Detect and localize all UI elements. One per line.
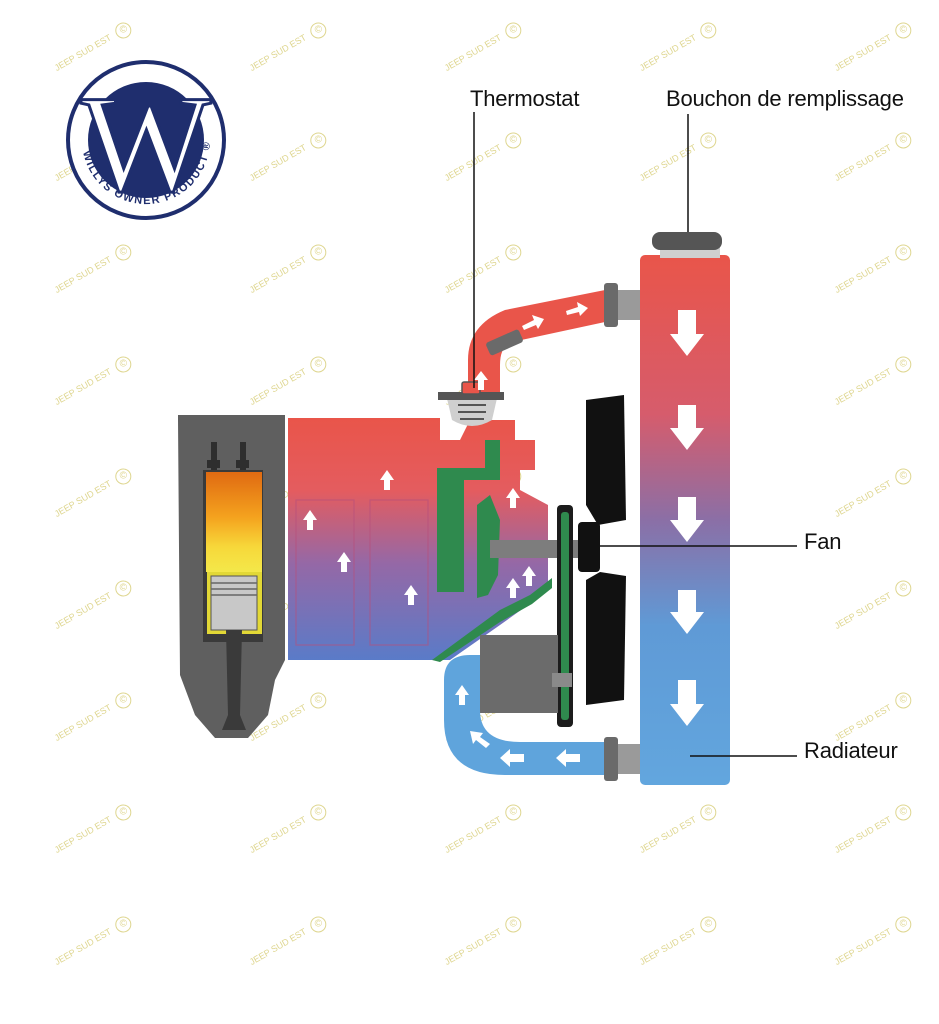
- valve-left: [211, 442, 217, 470]
- connecting-rod: [222, 630, 246, 730]
- fan: [578, 395, 626, 705]
- fan-hub: [578, 522, 600, 572]
- arrow-down: [670, 310, 704, 356]
- thermostat-label: Thermostat: [470, 86, 580, 111]
- arrow-down: [670, 497, 704, 542]
- arrow-down: [670, 680, 704, 726]
- willys-logo: WILLYS OWNER PRODUCT ® W: [66, 60, 226, 222]
- fan-blade-bottom: [586, 572, 626, 705]
- coolant-jacket: [288, 418, 548, 660]
- arrow-up: [337, 552, 351, 572]
- water-pump-impeller: [477, 495, 500, 598]
- radiator-label: Radiateur: [804, 738, 898, 763]
- arrow-right: [566, 302, 588, 316]
- arrow-up: [506, 488, 520, 508]
- arrow-diag: [470, 731, 490, 748]
- fan-blade-top: [586, 395, 626, 525]
- arrow-up: [506, 578, 520, 598]
- arrow-up: [303, 510, 317, 530]
- leader-lines: [473, 112, 797, 757]
- gasket-front: [432, 578, 552, 662]
- upper-hose: [468, 283, 640, 392]
- arrow-up: [455, 685, 469, 705]
- logo-letter: W: [81, 67, 211, 220]
- valve-right: [240, 442, 246, 470]
- water-pump-housing: [437, 440, 500, 592]
- arrow-up: [522, 566, 536, 586]
- alternator: [480, 635, 558, 713]
- arrow-up: [380, 470, 394, 490]
- arrow-right: [522, 315, 544, 330]
- arrow-down: [670, 405, 704, 450]
- arrow-up: [474, 371, 488, 390]
- combustion-chamber: [206, 472, 262, 572]
- fan-label: Fan: [804, 529, 842, 554]
- filler-cap: [652, 232, 722, 250]
- arrow-up: [404, 585, 418, 605]
- arrow-down: [670, 590, 704, 634]
- flow-arrows: [303, 302, 704, 767]
- filler-cap-label: Bouchon de remplissage: [666, 86, 904, 111]
- cylinder-sleeve-1: [295, 499, 355, 646]
- cylinder-sleeve-2: [369, 499, 429, 646]
- arrow-left: [556, 749, 580, 767]
- arrow-left: [500, 749, 524, 767]
- thermostat: [438, 381, 504, 426]
